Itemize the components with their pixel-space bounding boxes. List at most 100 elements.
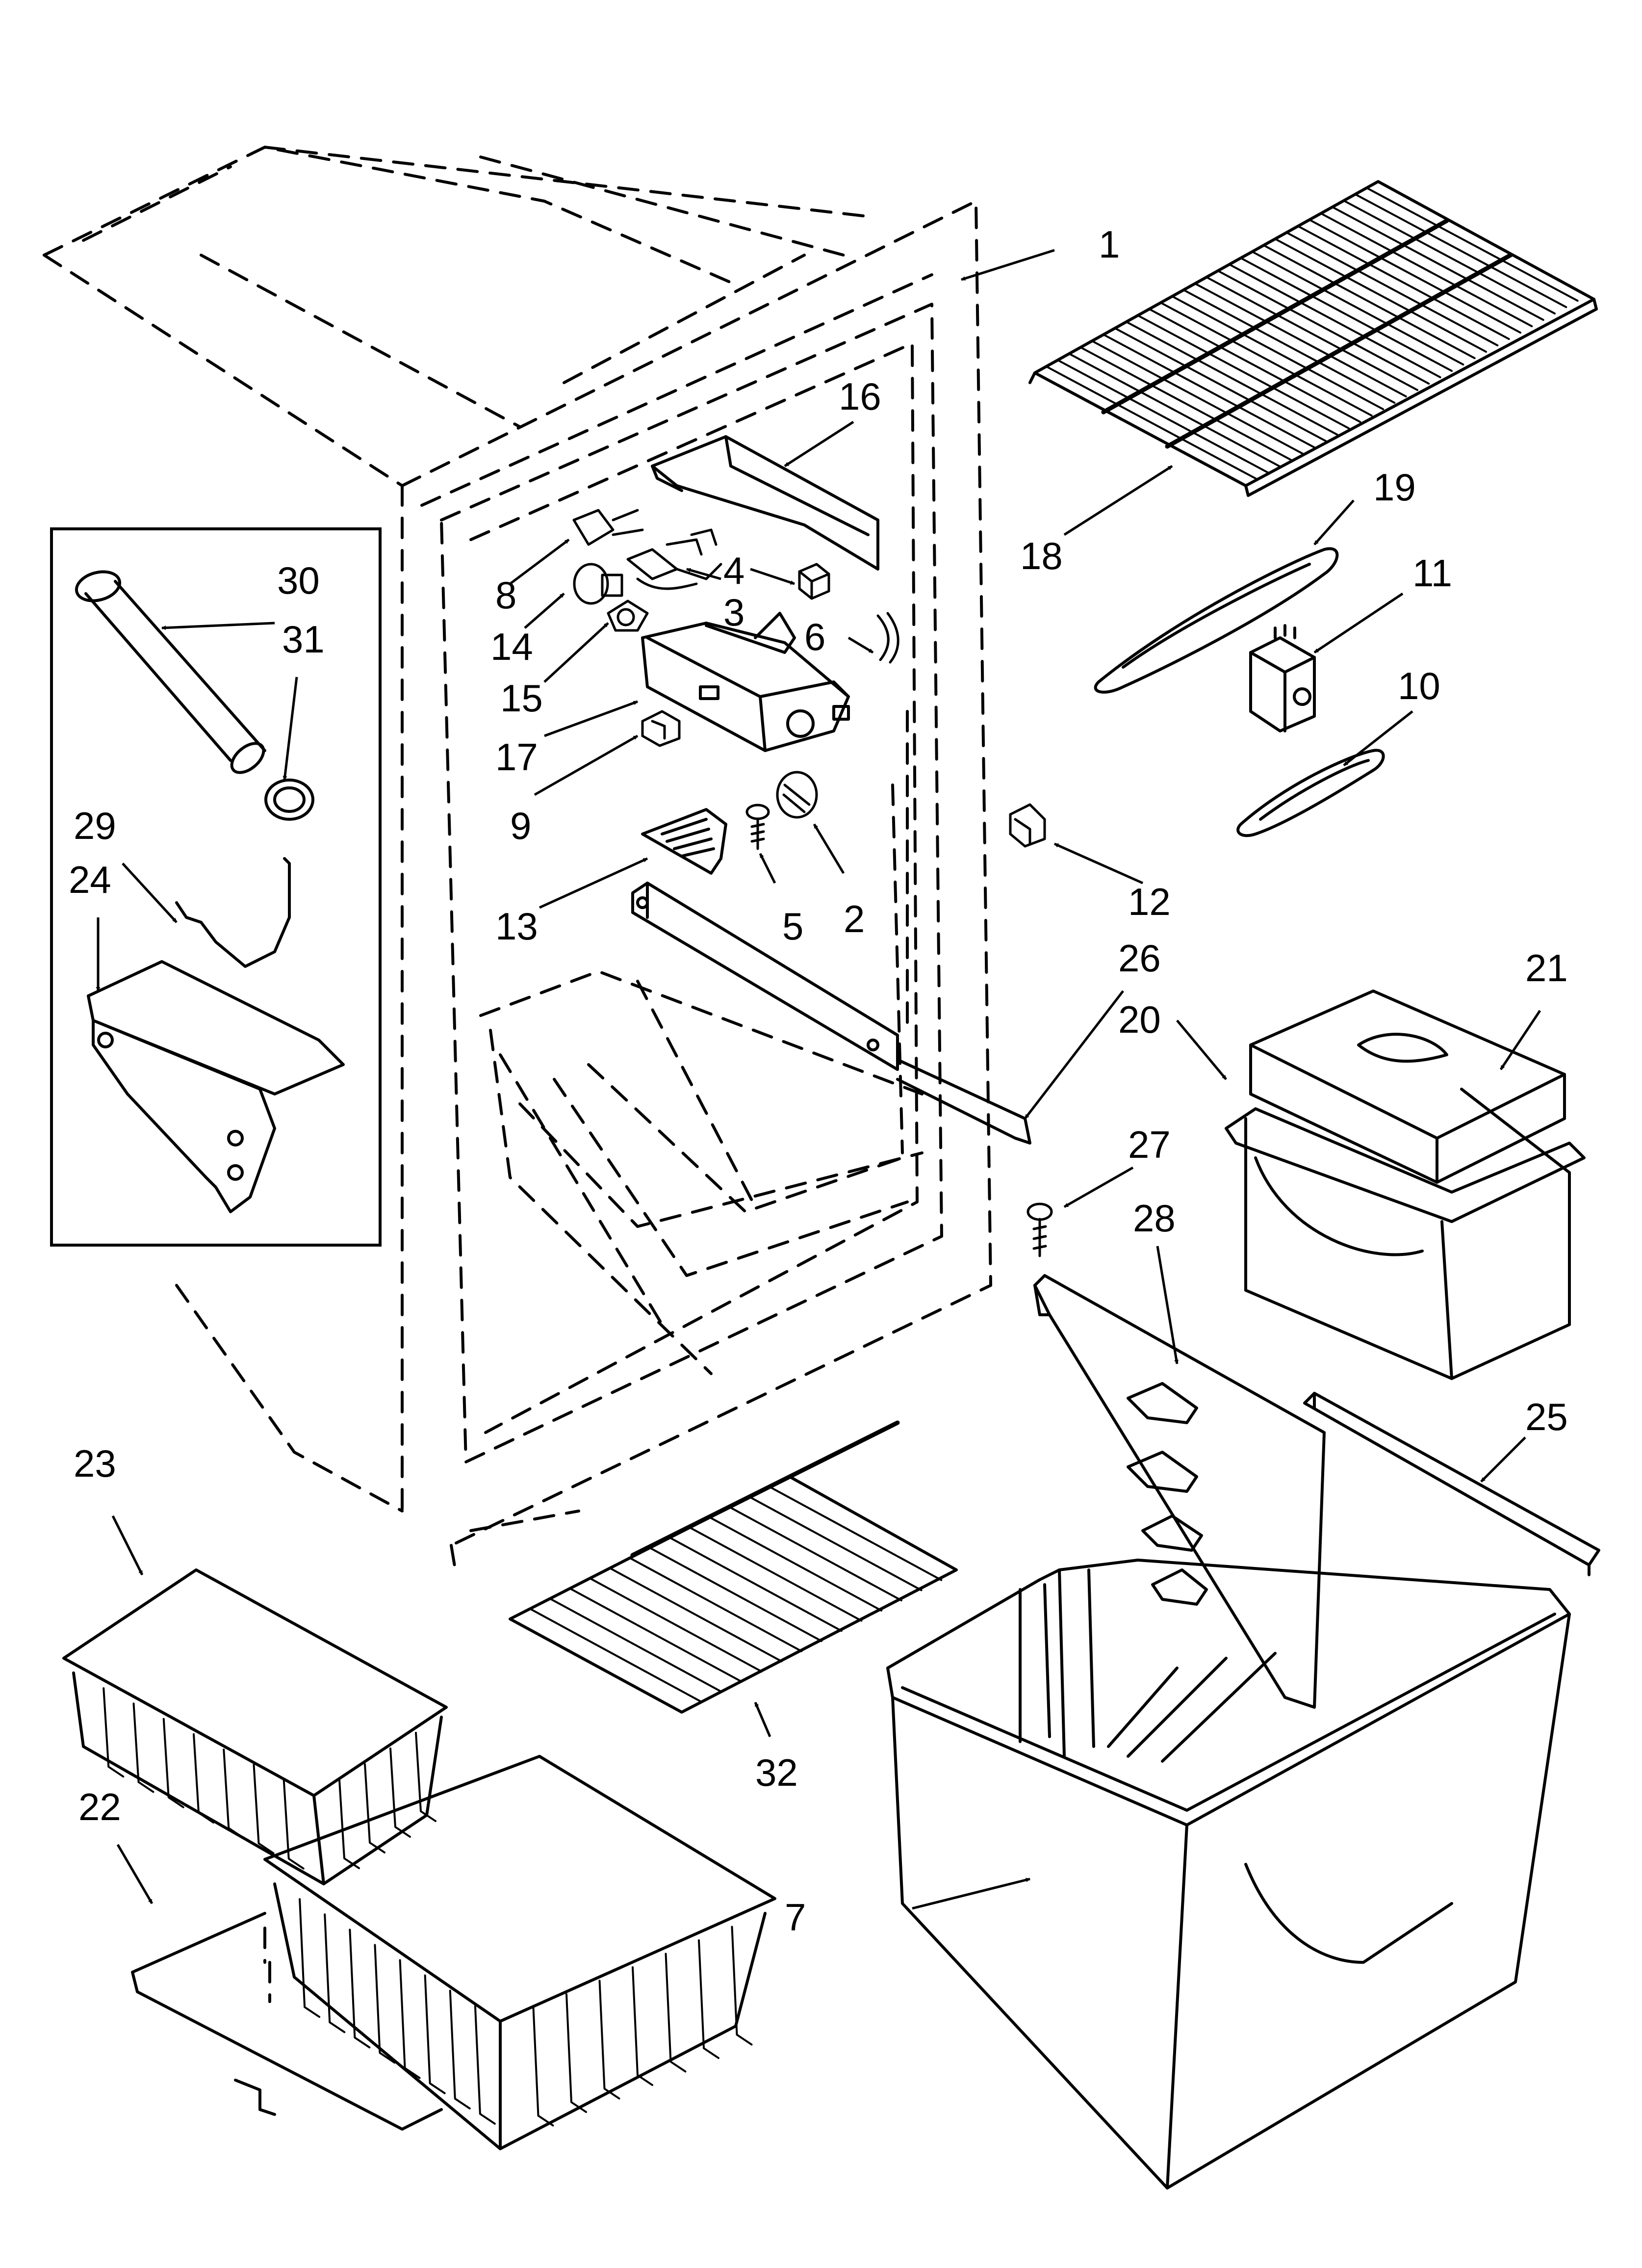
inset-box	[50, 527, 382, 1247]
cabinet-outline	[43, 146, 992, 1576]
dial-knob-part-2	[776, 771, 818, 819]
wire-rod	[609, 1567, 783, 1663]
wire-rod	[769, 1486, 943, 1581]
wire-rod	[1079, 346, 1293, 461]
basket-wire	[698, 1939, 719, 2059]
knob-part-4	[798, 563, 830, 600]
light-socket-part-8	[572, 509, 644, 546]
wire-rod	[709, 1516, 883, 1612]
ice-bucket-part-20	[1225, 1088, 1586, 1380]
basket-wire	[193, 1733, 214, 1824]
wire-rod	[668, 1537, 843, 1632]
gasket-ring-part-31	[264, 779, 314, 821]
screw-part-27	[1026, 1202, 1053, 1257]
switch-part-9	[641, 710, 681, 747]
label-part-7: 7	[785, 1896, 806, 1939]
storage-bin-part-7	[886, 1559, 1571, 2190]
screw-part-5	[745, 804, 770, 850]
basket-wire	[424, 1974, 446, 2094]
label-part-16: 16	[839, 375, 881, 418]
wire-rod	[1262, 244, 1476, 359]
basket-22-wires	[299, 1898, 753, 2127]
wire-rod	[1228, 263, 1441, 378]
label-part-6: 6	[804, 615, 825, 658]
shelf-wire-rods	[1045, 187, 1579, 480]
basket-wire	[449, 1989, 471, 2110]
wire-rod	[529, 1608, 703, 1703]
basket-wire	[162, 1718, 184, 1808]
label-part-9: 9	[510, 804, 531, 847]
label-part-29: 29	[74, 804, 116, 847]
basket-wire	[474, 2005, 496, 2125]
wire-rod	[1297, 225, 1510, 340]
control-housing	[641, 612, 850, 752]
wire-rod	[629, 1557, 803, 1652]
wire-rod	[1365, 187, 1579, 302]
wire-rod	[689, 1526, 863, 1622]
vent-grille-part-10	[1236, 749, 1385, 837]
wire-rod	[1240, 257, 1453, 372]
wire-spring-part-29	[175, 857, 291, 968]
wire-rod	[589, 1577, 763, 1673]
label-part-17: 17	[495, 735, 538, 779]
control-module-part-11	[1249, 624, 1316, 732]
label-part-5: 5	[782, 905, 803, 948]
basket-wire	[253, 1764, 275, 1854]
basket-wire	[399, 1959, 421, 2079]
bin-divider-part-28	[1033, 1274, 1326, 1709]
label-part-30: 30	[277, 559, 320, 602]
label-part-3: 3	[723, 591, 744, 634]
label-part-20: 20	[1118, 998, 1161, 1041]
wire-rod	[1217, 270, 1430, 385]
wire-rod	[1308, 219, 1521, 334]
vent-cover	[641, 808, 727, 875]
wire-basket-part-23	[62, 1568, 448, 1885]
label-part-12: 12	[1128, 880, 1171, 923]
basket-wire	[364, 1763, 385, 1853]
wire-rod	[1285, 232, 1499, 346]
label-part-28: 28	[1133, 1197, 1176, 1240]
bracket-part-24	[87, 960, 345, 1213]
wire-rod	[1354, 193, 1567, 308]
wire-rod	[549, 1597, 723, 1693]
basket-wire	[349, 1929, 371, 2049]
label-part-14: 14	[490, 625, 533, 668]
label-part-4: 4	[723, 549, 744, 592]
basket-wire	[665, 1953, 687, 2073]
tube-part-30	[75, 570, 266, 774]
wire-rod	[728, 1506, 902, 1602]
thin-rail-part-25	[1303, 1392, 1600, 1576]
wire-rod	[1171, 295, 1384, 410]
basket-wire	[282, 1779, 305, 1870]
wire-rod	[1068, 353, 1281, 468]
leader-lines	[96, 249, 1541, 1910]
control-bracket	[651, 435, 879, 571]
label-part-27: 27	[1128, 1123, 1171, 1166]
wire-rod	[1148, 308, 1361, 423]
label-part-26: 26	[1118, 937, 1161, 980]
label-part-23: 23	[74, 1442, 116, 1485]
basket-wire	[132, 1702, 154, 1793]
basket-wire	[223, 1748, 245, 1839]
basket-wire	[374, 1944, 396, 2064]
label-part-8: 8	[495, 574, 516, 617]
wire-rod	[1091, 340, 1304, 455]
label-part-18: 18	[1020, 534, 1063, 577]
label-part-31: 31	[282, 618, 325, 661]
wire-basket-part-22	[131, 1755, 776, 2150]
wire-rod	[748, 1496, 923, 1591]
lower-wire-shelf-part-32	[509, 1420, 958, 1714]
label-part-24: 24	[69, 858, 111, 901]
basket-wire	[598, 1980, 620, 2100]
basket-wire	[299, 1898, 321, 2018]
basket-23-wires	[103, 1687, 436, 1870]
wire-rod	[1343, 200, 1556, 314]
ice-bucket-lid-part-21	[1249, 990, 1566, 1184]
bulb-socket-part-15	[607, 600, 649, 632]
label-part-21: 21	[1525, 946, 1568, 990]
wire-rod	[1045, 365, 1258, 480]
wire-rod	[1274, 238, 1487, 353]
basket-wire	[415, 1732, 436, 1822]
